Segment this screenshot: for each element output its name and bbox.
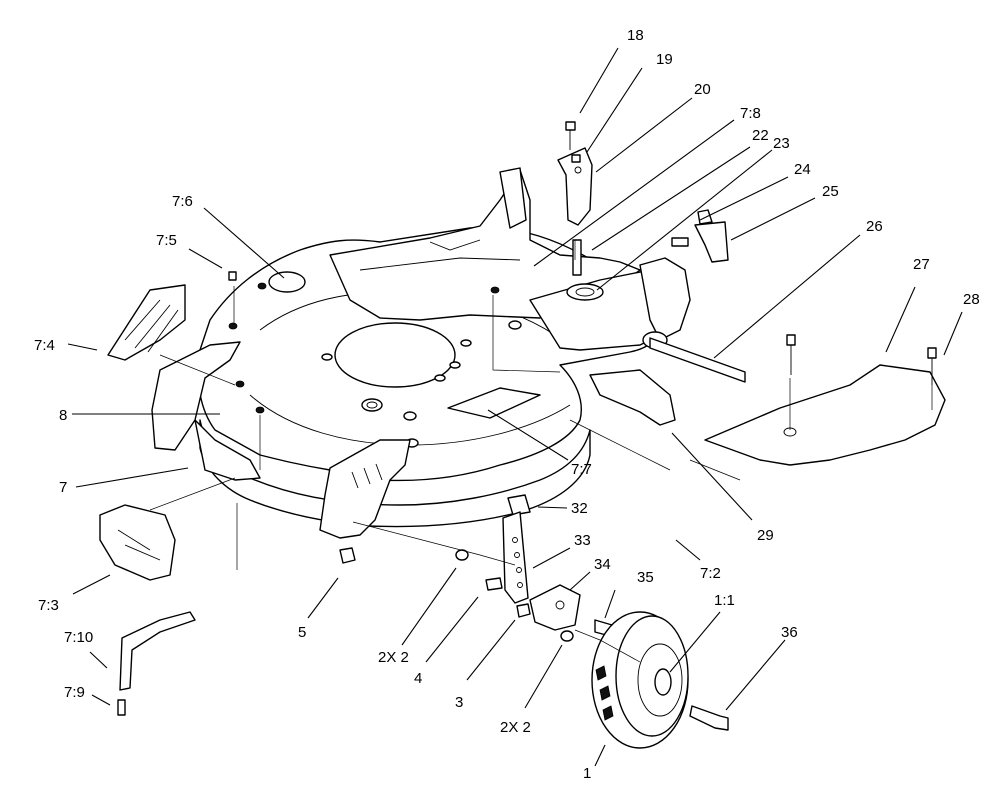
rear-chute-assembly	[529, 121, 946, 466]
callout-2x2-b: 2X 2	[500, 719, 531, 736]
callout-5: 5	[298, 624, 306, 641]
mower-deck-housing	[151, 167, 665, 539]
callout-33: 33	[574, 532, 591, 549]
callout-26: 26	[866, 218, 883, 235]
callout-18: 18	[627, 27, 644, 44]
callout-7-5: 7:5	[156, 232, 177, 249]
callout-3: 3	[455, 694, 463, 711]
left-baffle-parts	[99, 271, 237, 716]
callout-19: 19	[656, 51, 673, 68]
callout-7-7: 7:7	[571, 461, 592, 478]
callout-7-6: 7:6	[172, 193, 193, 210]
callout-4: 4	[414, 670, 422, 687]
callout-7: 7	[59, 479, 67, 496]
callout-7-2: 7:2	[700, 565, 721, 582]
front-wheel-assembly	[339, 494, 729, 749]
callout-7-10: 7:10	[64, 629, 93, 646]
callout-7-4: 7:4	[34, 337, 55, 354]
callout-34: 34	[594, 556, 611, 573]
callout-7-8: 7:8	[740, 105, 761, 122]
callout-22: 22	[752, 127, 769, 144]
callout-28: 28	[963, 291, 980, 308]
leader-lines	[67, 47, 963, 767]
callout-32: 32	[571, 500, 588, 517]
callout-29: 29	[757, 527, 774, 544]
callout-7-3: 7:3	[38, 597, 59, 614]
callout-1: 1	[583, 765, 591, 782]
callout-36: 36	[781, 624, 798, 641]
callout-8: 8	[59, 407, 67, 424]
callout-7-9: 7:9	[64, 684, 85, 701]
callout-2x2-a: 2X 2	[378, 649, 409, 666]
callout-23: 23	[773, 135, 790, 152]
callout-25: 25	[822, 183, 839, 200]
callout-35: 35	[637, 569, 654, 586]
callout-20: 20	[694, 81, 711, 98]
callout-27: 27	[913, 256, 930, 273]
callout-labels: 18 19 20 7:8 22 23 24 25 26 27 28 7:6 7:…	[34, 27, 980, 782]
callout-24: 24	[794, 161, 811, 178]
callout-1-1: 1:1	[714, 592, 735, 609]
alignment-lines	[149, 240, 933, 663]
